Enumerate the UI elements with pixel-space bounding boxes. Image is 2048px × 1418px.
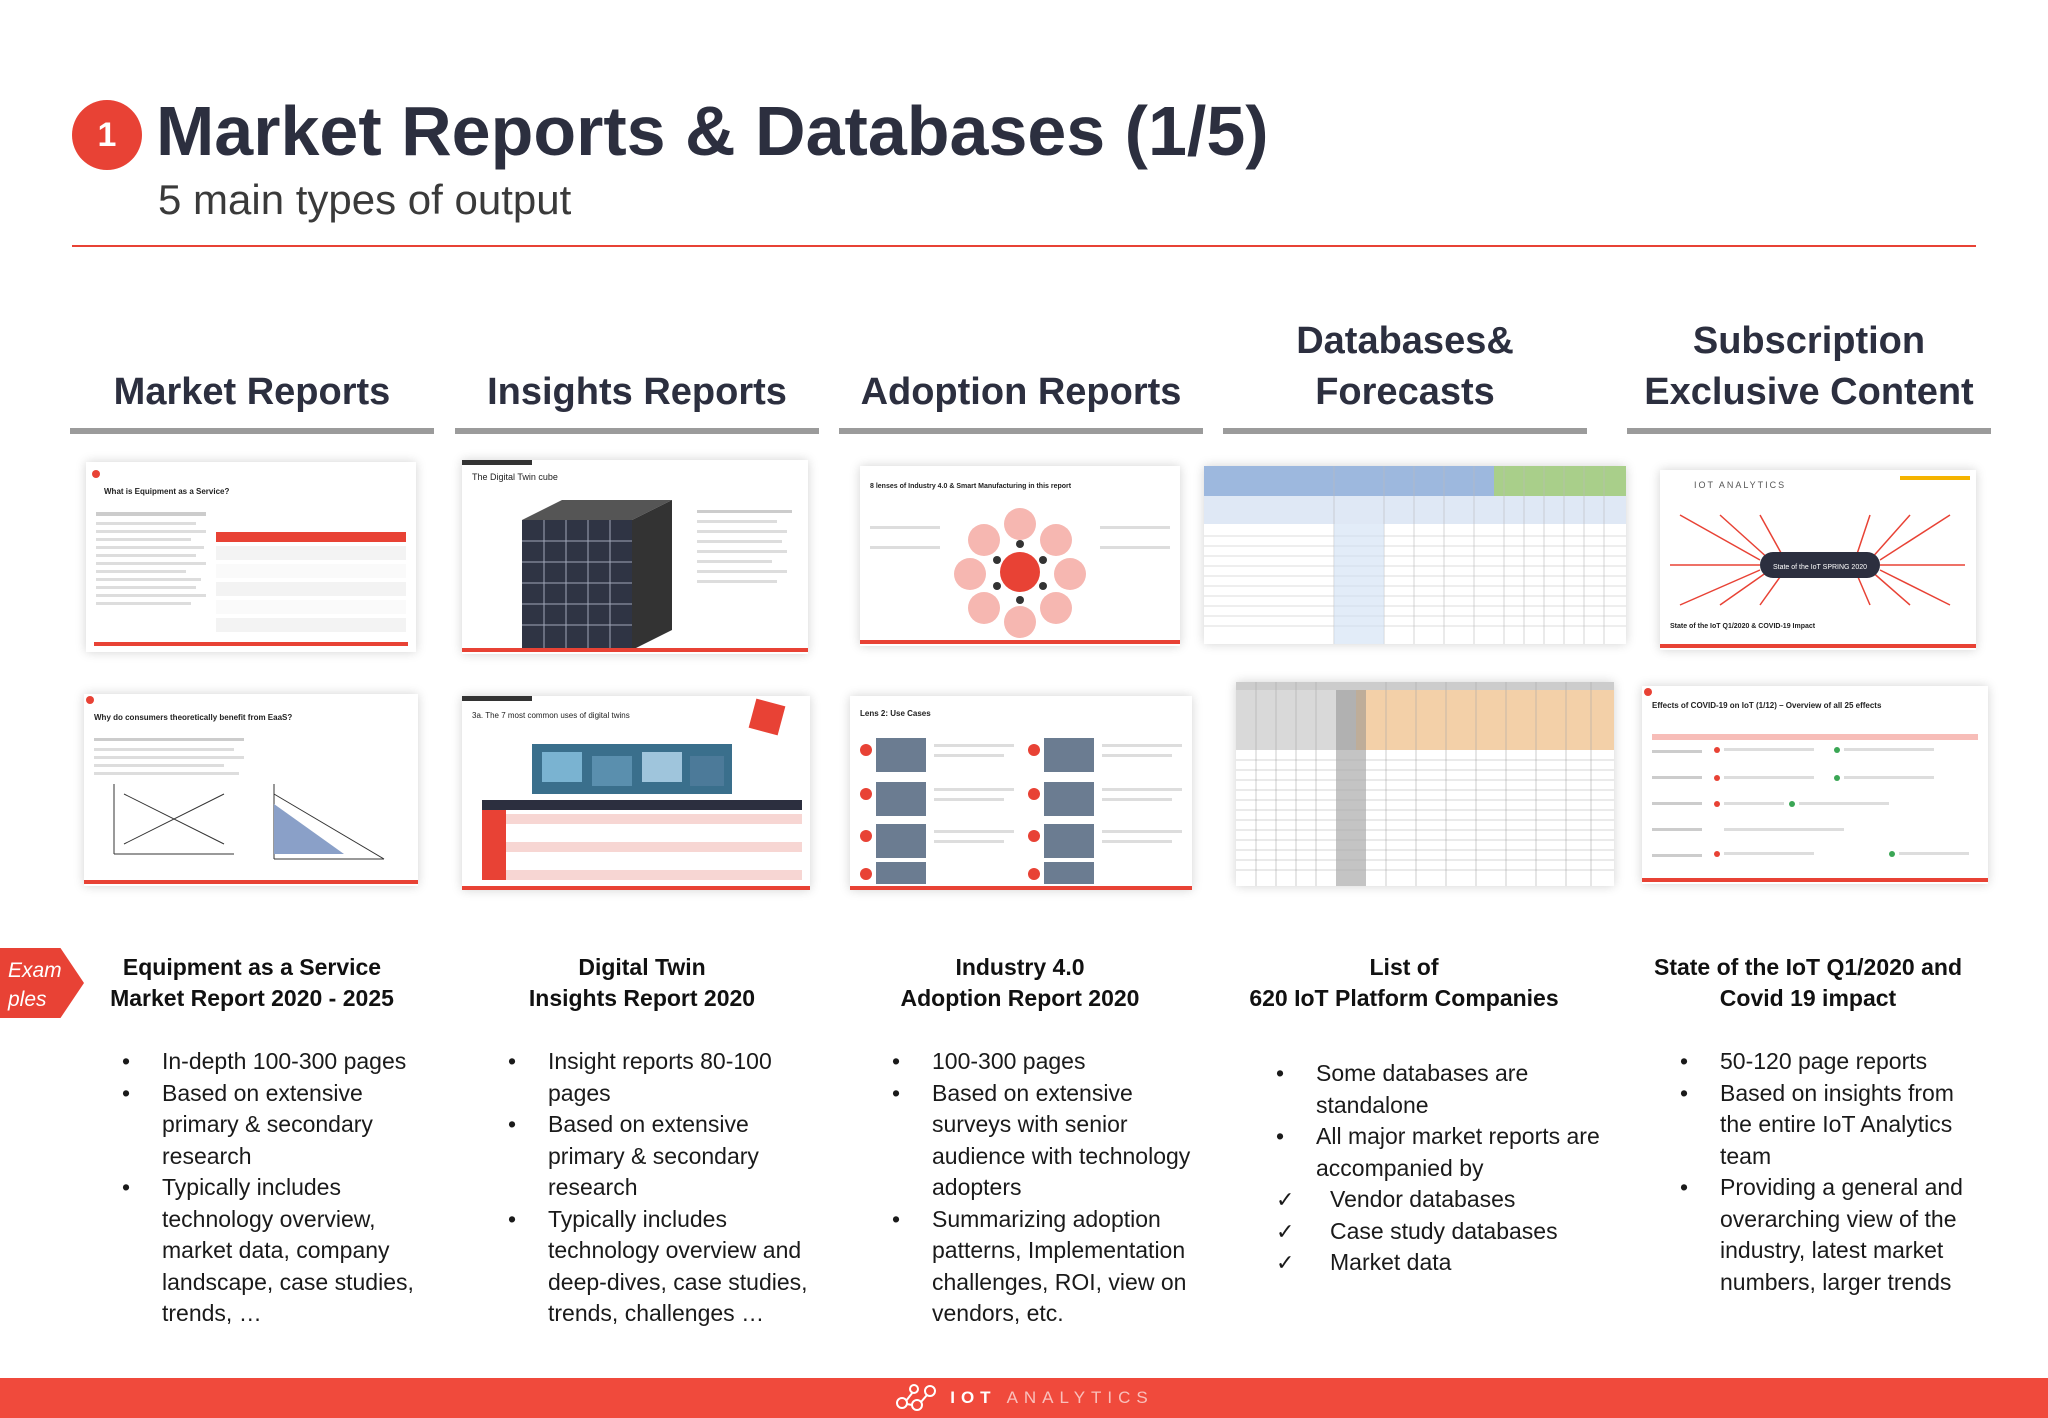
list-item: Typically includes technology overview, … — [122, 1172, 432, 1330]
list-item: Some databases are standalone — [1276, 1058, 1606, 1121]
caption-subscription: State of the IoT Q1/2020 and Covid 19 im… — [1653, 954, 1963, 1011]
footer-brand-light: ANALYTICS — [1006, 1388, 1154, 1407]
list-item: 100-300 pages — [892, 1046, 1210, 1078]
list-item: Based on extensive primary & secondary r… — [122, 1078, 432, 1173]
iot-analytics-logo-icon — [896, 1384, 937, 1411]
svg-text:Lens 2: Use Cases: Lens 2: Use Cases — [860, 709, 931, 718]
caption-market-report: Equipment as a Service Market Report 202… — [110, 954, 394, 1011]
svg-text:Why do consumers theoretically: Why do consumers theoretically benefit f… — [94, 713, 292, 722]
thumbnail-industry40-report-1: 8 lenses of Industry 4.0 & Smart Manufac… — [860, 466, 1180, 646]
list-item: In-depth 100-300 pages — [122, 1046, 432, 1078]
check-item: Market data — [1276, 1247, 1606, 1279]
header-subscription-content: Subscription Exclusive Content — [1627, 300, 1991, 434]
list-item: Providing a general and overarching view… — [1680, 1172, 1980, 1298]
list-item: Based on extensive surveys with senior a… — [892, 1078, 1210, 1204]
svg-text:Effects of COVID-19 on IoT (1/: Effects of COVID-19 on IoT (1/12) – Over… — [1652, 701, 1882, 710]
bullets-subscription: 50-120 page reports Based on insights fr… — [1680, 1046, 1980, 1298]
svg-text:The Digital Twin cube: The Digital Twin cube — [472, 472, 558, 482]
caption-database: List of 620 IoT Platform Companies — [1249, 954, 1559, 1011]
footer-brand-strong: IOT — [950, 1388, 997, 1407]
title-divider — [72, 245, 1976, 247]
checklist-databases: Vendor databases Case study databases Ma… — [1276, 1184, 1606, 1279]
check-item: Vendor databases — [1276, 1184, 1606, 1216]
thumbnail-eaas-market-report-2: Why do consumers theoretically benefit f… — [84, 694, 418, 886]
thumbnail-digital-twin-report-1: The Digital Twin cube — [462, 460, 808, 654]
list-item: Insight reports 80-100 pages — [508, 1046, 826, 1109]
bullets-adoption-reports: 100-300 pages Based on extensive surveys… — [892, 1046, 1210, 1330]
list-item: 50-120 page reports — [1680, 1046, 1980, 1078]
thumbnail-eaas-market-report-1: What is Equipment as a Service? — [86, 462, 416, 652]
svg-text:State of the IoT Q1/2020 & COV: State of the IoT Q1/2020 & COVID-19 Impa… — [1670, 623, 1816, 630]
svg-text:IOT ANALYTICS: IOT ANALYTICS — [1694, 480, 1786, 490]
header-market-reports: Market Reports — [70, 300, 434, 434]
check-item: Case study databases — [1276, 1216, 1606, 1248]
thumbnail-database-spreadsheet-1 — [1204, 466, 1626, 644]
section-number-badge: 1 — [72, 100, 142, 170]
bullets-insights-reports: Insight reports 80-100 pages Based on ex… — [508, 1046, 826, 1330]
examples-tag: Exam ples — [0, 948, 84, 1018]
list-item: Based on extensive primary & secondary r… — [508, 1109, 826, 1204]
header-adoption-reports: Adoption Reports — [839, 300, 1203, 434]
thumbnail-digital-twin-report-2: 3a. The 7 most common uses of digital tw… — [462, 696, 810, 890]
list-item: Based on insights from the entire IoT An… — [1680, 1078, 1980, 1173]
bullets-databases: Some databases are standalone All major … — [1276, 1058, 1606, 1279]
thumbnail-industry40-report-2: Lens 2: Use Cases — [850, 696, 1192, 890]
page-subtitle: 5 main types of output — [158, 176, 572, 223]
thumbnail-state-of-iot-1: IOT ANALYTICS State of the IoT SPRING 20… — [1660, 470, 1976, 650]
header-databases-forecasts: Databases& Forecasts — [1223, 300, 1587, 434]
thumbnail-state-of-iot-2: Effects of COVID-19 on IoT (1/12) – Over… — [1642, 686, 1988, 884]
svg-text:8 lenses of Industry 4.0 & Sma: 8 lenses of Industry 4.0 & Smart Manufac… — [870, 483, 1072, 490]
bullets-market-reports: In-depth 100-300 pages Based on extensiv… — [122, 1046, 432, 1330]
page-title: Market Reports & Databases (1/5) — [156, 92, 1269, 170]
list-item: Summarizing adoption patterns, Implement… — [892, 1204, 1210, 1330]
caption-insights-report: Digital Twin Insights Report 2020 — [528, 954, 756, 1011]
svg-text:State of the IoT SPRING 2020: State of the IoT SPRING 2020 — [1773, 564, 1867, 571]
thumbnail-database-spreadsheet-2 — [1236, 682, 1614, 886]
svg-text:3a. The 7 most common uses of: 3a. The 7 most common uses of digital tw… — [472, 711, 630, 720]
list-item: All major market reports are accompanied… — [1276, 1121, 1606, 1279]
list-item: Typically includes technology overview a… — [508, 1204, 826, 1330]
svg-text:What is Equipment as a Service: What is Equipment as a Service? — [104, 487, 229, 496]
footer-bar: IOT ANALYTICS — [0, 1378, 2048, 1418]
header-insights-reports: Insights Reports — [455, 300, 819, 434]
caption-adoption-report: Industry 4.0 Adoption Report 2020 — [900, 954, 1140, 1011]
